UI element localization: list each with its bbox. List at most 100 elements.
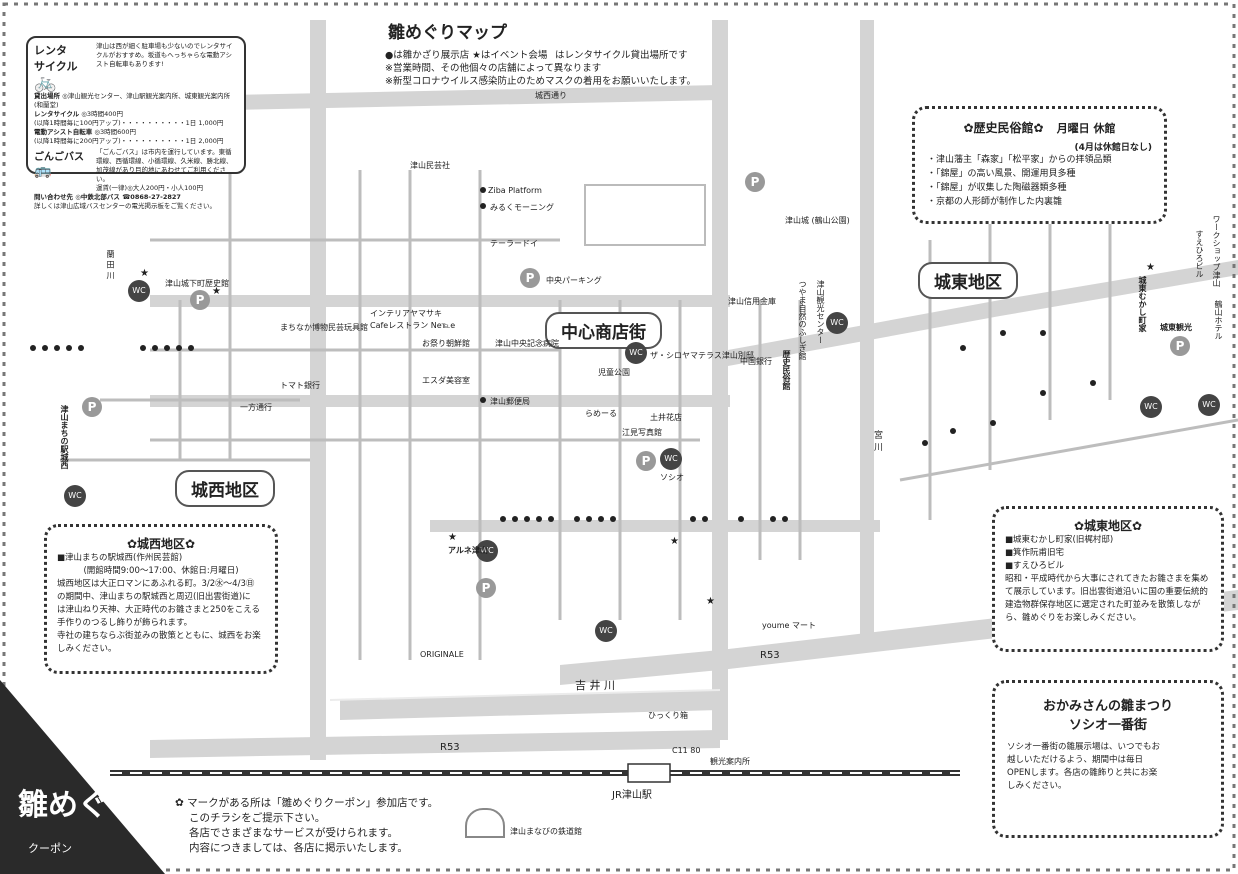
- history-closed: 月曜日 休館: [1056, 122, 1116, 135]
- label-castle: 津山城 (鶴山公園): [785, 216, 850, 225]
- poi-marker: [42, 345, 48, 351]
- label-socio: ソシオ: [660, 473, 684, 482]
- okami-title-2: ソシオ一番街: [1068, 718, 1147, 733]
- okami-line: OPENします。各店の雛飾りと共にお楽: [1007, 768, 1158, 778]
- parking-icon: P: [190, 290, 210, 310]
- poi-marker: [152, 345, 158, 351]
- wc-icon: WC: [625, 342, 647, 364]
- label-railway-museum: 津山まなびの鉄道館: [510, 827, 582, 836]
- rental-ea-label: 電動アシスト自転車: [34, 128, 93, 136]
- history-item: ・「錦屋」が収集した陶磁器類多種: [927, 183, 1067, 193]
- coupon-corner: [0, 680, 165, 874]
- joto-title: ✿城東地区✿: [1073, 519, 1143, 533]
- josai-info-box: ✿城西地区✿ ■津山まちの駅城西(作州民芸館) (開館時間9:00～17:00、…: [44, 524, 278, 674]
- footer-notes: ✿ マークがある所は「雛めぐりクーポン」参加店です。 このチラシをご提示下さい。…: [175, 796, 438, 856]
- contact: 問い合わせ先 ◎中鉄北部バス ☎0868-27-2827: [34, 193, 181, 201]
- label-museum: まちなか博物民芸玩具館: [280, 323, 368, 332]
- legend-line-3: ※営業時間、その他個々の店舗によって異なります: [385, 63, 602, 74]
- poi-marker: [78, 345, 84, 351]
- poi-marker: [990, 420, 996, 426]
- event-star-icon: ★: [670, 536, 679, 547]
- label-tsuru-hotel: 鶴山ホテル: [1214, 300, 1223, 340]
- label-kanko: 観光案内所: [710, 757, 750, 766]
- label-tsuyama-min: 津山民芸社: [410, 161, 450, 170]
- district-josai-label: 城西地区: [175, 470, 275, 507]
- yoshii-river: [329, 689, 721, 701]
- road-main-vertical: [712, 20, 728, 740]
- joto-line: ■城東むかし町家(旧梶村邸): [1005, 535, 1114, 545]
- road-r53-lower: [150, 730, 720, 758]
- label-omatsuri: お祭り朝鮮館: [422, 339, 470, 348]
- rental-title-2: サイクル: [34, 60, 78, 73]
- history-museum-box: ✿歴史民俗館✿ 月曜日 休館 (4月は休館日なし) ・津山藩主「森家」「松平家」…: [912, 106, 1167, 224]
- label-cafe: Cafeレストラン Ne℡e: [370, 321, 456, 330]
- rental-ea-extra: (以降1時間毎に200円アップ)・・・・・・・・・・1日 2,000円: [34, 137, 224, 145]
- parking-icon: P: [636, 451, 656, 471]
- wc-icon: WC: [660, 448, 682, 470]
- legend-line-4: ※新型コロナウイルス感染防止のためマスクの着用をお願いいたします。: [385, 76, 697, 87]
- label-minamo: みるくモーニング: [490, 203, 554, 212]
- label-shinkin: 津山信用金庫: [728, 297, 776, 306]
- rental-ea-price: ◎3時間600円: [94, 128, 137, 136]
- history-closed-note: (4月は休館日なし): [1074, 143, 1153, 153]
- label-originale: ORIGINALE: [420, 650, 464, 659]
- label-arune: アルネ津山: [448, 546, 488, 555]
- event-star-icon: ★: [448, 532, 457, 543]
- poi-marker: [480, 203, 486, 209]
- poi-marker: [586, 516, 592, 522]
- road-center-h2: [150, 395, 730, 407]
- poi-marker: [54, 345, 60, 351]
- label-r53-upper: R53: [760, 650, 780, 661]
- label-bikkuri: ひっくり箱: [648, 711, 688, 720]
- rental-intro: 津山は西が細く駐車場も少ないのでレンタサイクルがおすすめ。坂道もへっちゃらな電動…: [96, 42, 233, 68]
- joto-info-box: ✿城東地区✿ ■城東むかし町家(旧梶村邸) ■箕作阮甫旧宅 ■すえひろビル 昭和…: [992, 506, 1224, 652]
- label-c11: C11 80: [672, 746, 701, 755]
- label-interior: インテリアヤマサキ: [370, 309, 442, 318]
- footer-line: このチラシをご提示下さい。: [189, 812, 326, 824]
- poi-marker: [176, 345, 182, 351]
- josai-line: ■津山まちの駅城西(作州民芸館): [57, 553, 183, 563]
- label-jido: 児童公園: [598, 368, 630, 377]
- map-title: 雛めぐりマップ: [388, 23, 507, 43]
- wc-icon: WC: [64, 485, 86, 507]
- legend-line-2: はレンタサイクル貸出場所です: [555, 50, 688, 61]
- road-jousai-dori: [230, 85, 720, 110]
- josai-line: 城西地区は大正ロマンにあふれる町。3/2㊌～4/3㊐: [57, 579, 255, 589]
- label-yoshii-river: 吉 井 川: [575, 679, 615, 692]
- castle-area: [584, 184, 706, 246]
- josai-line: 手作りのつるし飾りが飾られます。: [57, 618, 193, 628]
- event-star-icon: ★: [140, 268, 149, 279]
- railway: [110, 763, 960, 783]
- history-title: ✿歴史民俗館✿: [963, 121, 1044, 135]
- joto-line: ■箕作阮甫旧宅: [1005, 548, 1065, 558]
- label-youme: youme マート: [762, 621, 816, 630]
- okami-title-1: おかみさんの雛まつり: [1042, 699, 1173, 714]
- poi-marker: [500, 516, 506, 522]
- wc-icon: WC: [476, 540, 498, 562]
- poi-marker: [524, 516, 530, 522]
- history-item: ・京都の人形師が制作した内裏雛: [927, 197, 1063, 207]
- district-joto-label: 城東地区: [918, 262, 1018, 299]
- poi-marker: [598, 516, 604, 522]
- parking-icon: P: [1170, 336, 1190, 356]
- label-rekishi: 歴史民俗館: [782, 350, 791, 390]
- poi-marker: [738, 516, 744, 522]
- label-station: JR津山駅: [612, 790, 652, 801]
- label-chugoku: 中国銀行: [740, 357, 772, 366]
- footer-line: 各店でさまざまなサービスが受けられます。: [189, 827, 398, 839]
- label-ziba: Ziba Platform: [488, 186, 542, 195]
- label-nature-museum: つやま自然のふしぎ館: [798, 280, 807, 360]
- josai-title: ✿城西地区✿: [126, 537, 196, 551]
- joto-line: 昭和・平成時代から大事にされてきたお雛さまを集め: [1005, 574, 1209, 584]
- poi-marker: [548, 516, 554, 522]
- wc-icon: WC: [1140, 396, 1162, 418]
- poi-marker: [922, 440, 928, 446]
- poi-marker: [140, 345, 146, 351]
- josai-line: (開館時間9:00～17:00、休館日:月曜日): [83, 566, 239, 576]
- label-tetra: テーラードイ: [490, 239, 538, 248]
- parking-icon: P: [476, 578, 496, 598]
- parking-icon: P: [520, 268, 540, 288]
- label-post: 津山郵便局: [490, 397, 530, 406]
- label-josai-street: 城西通り: [535, 91, 567, 100]
- contact-2: 詳しくは津山広域バスセンターの電光掲示板をご覧ください。: [34, 202, 216, 210]
